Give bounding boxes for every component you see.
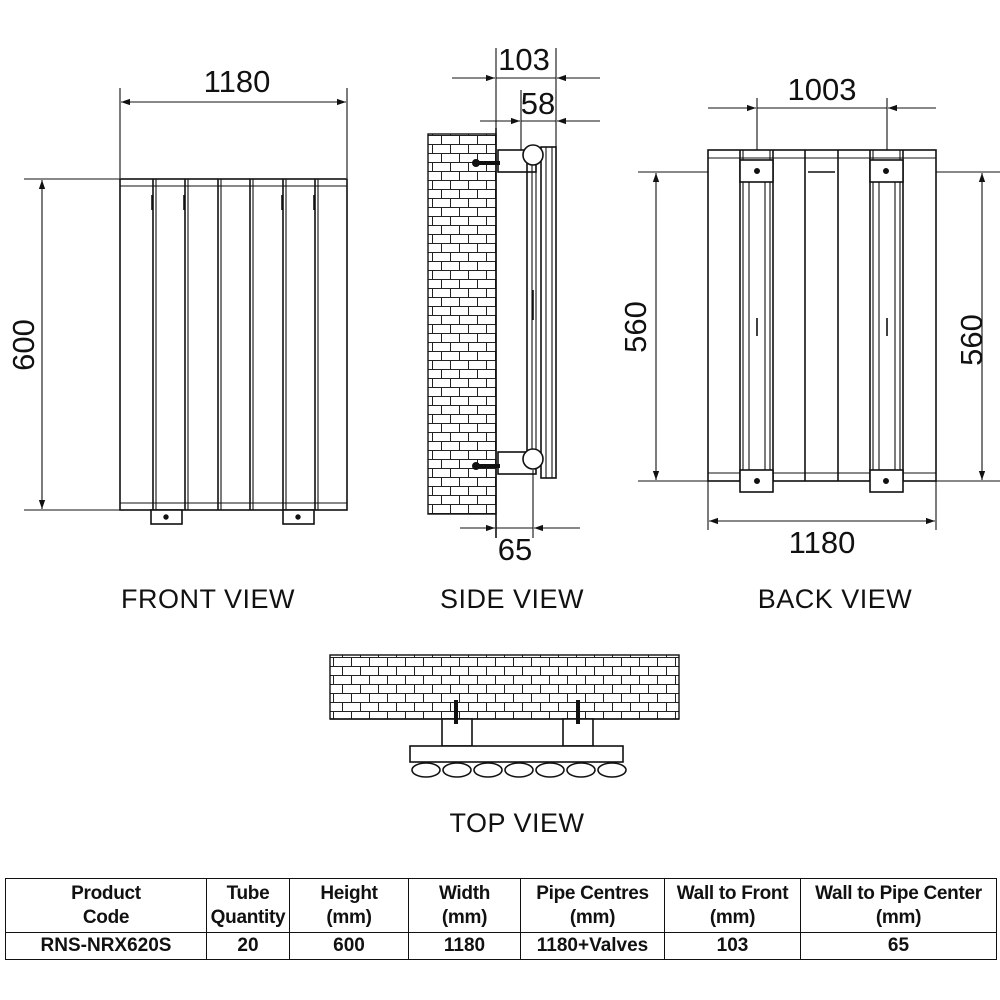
cell-pipe-centres: 1180+Valves [520,932,665,960]
front-valve-left [150,509,183,525]
front-radiator-outline [119,178,348,511]
side-pipe-label: 65 [498,532,532,567]
top-view-label: TOP VIEW [449,808,584,838]
cell-wall-to-front: 103 [664,932,801,960]
top-wall-brick [329,654,680,720]
side-top-pipe [522,144,544,166]
side-bottom-pipe [522,448,544,470]
side-depth-label: 103 [498,42,550,77]
front-width-label: 1180 [204,64,271,99]
front-view-label: FRONT VIEW [121,584,295,614]
side-wall-brick [427,133,497,515]
back-view: 1003 560 560 [618,72,1000,614]
cell-height: 600 [289,932,409,960]
cell-wall-to-pipe-center: 65 [800,932,997,960]
header-width: Width(mm) [408,878,521,933]
back-left-height-label: 560 [618,301,653,353]
front-radiator-body [119,178,348,511]
top-tubes [411,762,627,778]
side-radiator-profile [472,144,557,479]
front-height-label: 600 [6,319,41,371]
header-wall-to-front: Wall to Front(mm) [664,878,801,933]
back-radiator-body [707,149,937,493]
back-centres-label: 1003 [788,72,857,107]
header-height: Height(mm) [289,878,409,933]
back-radiator-outline [707,149,937,482]
side-inner-label: 58 [521,86,555,121]
side-view: 103 58 [427,42,600,614]
back-width-label: 1180 [789,525,856,560]
top-view: TOP VIEW [329,654,680,838]
cell-product-code: RNS-NRX620S [5,932,207,960]
cell-width: 1180 [408,932,521,960]
table-row: RNS-NRX620S 20 600 1180 1180+Valves 103 … [5,932,997,960]
top-header-bar [409,745,624,763]
side-view-label: SIDE VIEW [440,584,584,614]
header-pipe-centres: Pipe Centres(mm) [520,878,665,933]
front-valve-right [282,509,315,525]
back-view-label: BACK VIEW [758,584,913,614]
front-view: 1180 600 [6,64,348,614]
header-wall-to-pipe-center: Wall to Pipe Center(mm) [800,878,997,933]
back-right-height-label: 560 [954,314,989,366]
cell-tube-quantity: 20 [206,932,290,960]
